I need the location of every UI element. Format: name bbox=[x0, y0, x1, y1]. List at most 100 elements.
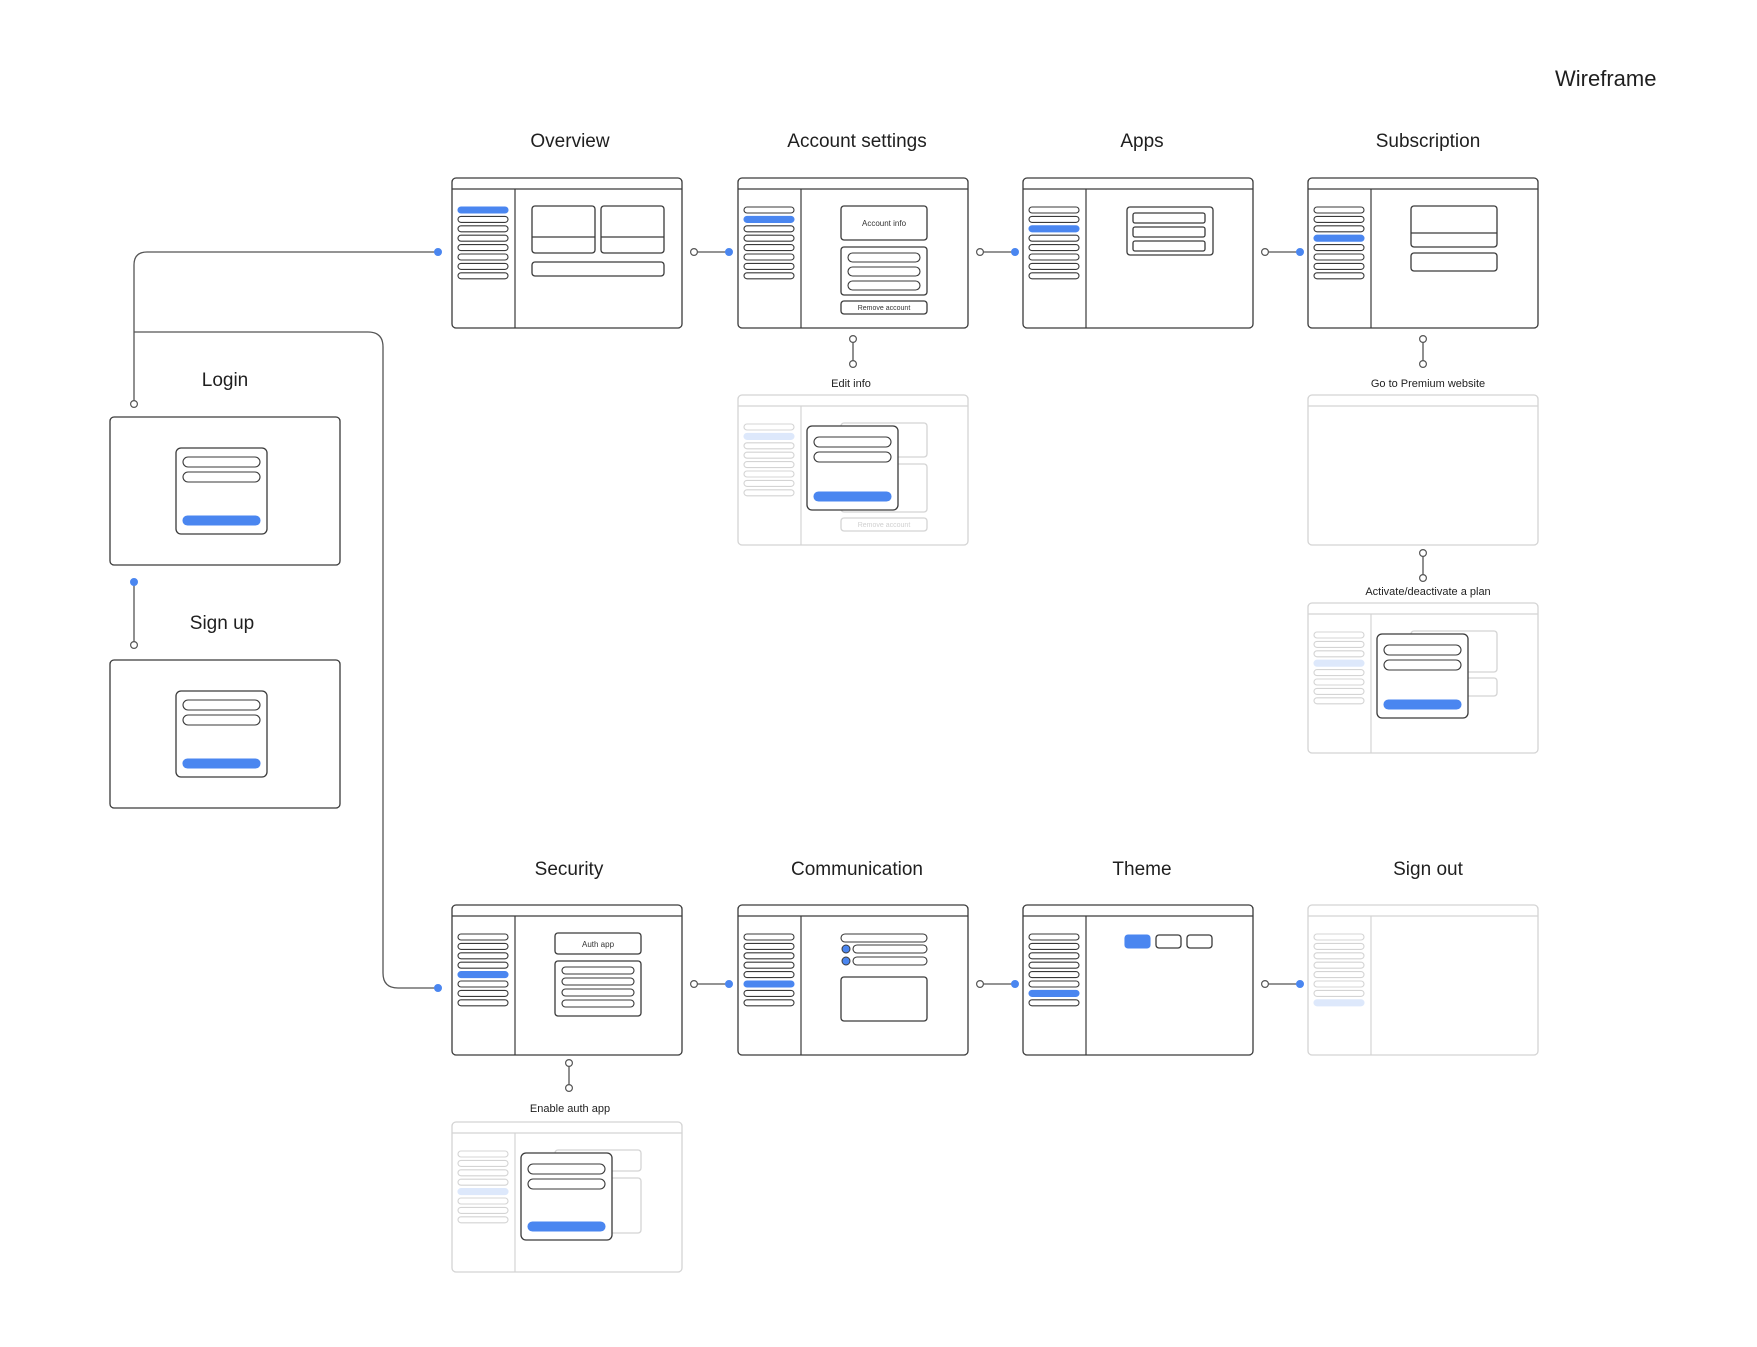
sidebar-item bbox=[457, 933, 509, 941]
security-option bbox=[561, 977, 635, 986]
sidebar-item bbox=[743, 423, 795, 431]
connector-start-dot bbox=[1260, 979, 1269, 988]
sidebar-item bbox=[457, 1150, 509, 1158]
label-apps: Apps bbox=[1120, 131, 1164, 152]
sidebar-item bbox=[743, 980, 795, 988]
label-sign-out: Sign out bbox=[1393, 859, 1463, 880]
connector-start-dot bbox=[1418, 335, 1427, 344]
sidebar-item bbox=[743, 253, 795, 261]
modal-field bbox=[1383, 644, 1462, 656]
sidebar-item bbox=[457, 225, 509, 233]
overview-card bbox=[600, 205, 665, 254]
modal-field bbox=[813, 451, 892, 463]
connector-start-dot bbox=[1260, 248, 1269, 257]
sidebar-item bbox=[1313, 206, 1365, 214]
sidebar-item bbox=[1313, 687, 1365, 695]
sidebar-item bbox=[1028, 989, 1080, 997]
overview-screen bbox=[451, 177, 683, 329]
connector-end-dot bbox=[1418, 573, 1427, 582]
security-option bbox=[561, 999, 635, 1008]
auth-field bbox=[182, 699, 261, 711]
sidebar-item bbox=[1028, 225, 1080, 233]
label-login: Login bbox=[201, 370, 249, 391]
sidebar-item bbox=[743, 470, 795, 478]
connector-end-dot bbox=[848, 360, 857, 369]
sidebar-item bbox=[1313, 640, 1365, 648]
sidebar-item bbox=[1028, 253, 1080, 261]
auth-submit-button bbox=[182, 758, 261, 769]
sidebar-item bbox=[743, 262, 795, 270]
label-theme: Theme bbox=[1112, 859, 1172, 880]
label-activate-plan: Activate/deactivate a plan bbox=[1365, 586, 1491, 598]
label-enable-auth-app: Enable auth app bbox=[529, 1103, 611, 1115]
connector-end-dot bbox=[724, 248, 733, 257]
connector-end-dot bbox=[434, 248, 443, 257]
sidebar-item bbox=[457, 215, 509, 223]
sidebar-item bbox=[743, 989, 795, 997]
sidebar-item bbox=[743, 451, 795, 459]
sidebar-item bbox=[1313, 942, 1365, 950]
sidebar-item bbox=[1313, 225, 1365, 233]
sidebar-item bbox=[457, 952, 509, 960]
label-account-settings: Account settings bbox=[787, 131, 927, 152]
sidebar-item bbox=[743, 432, 795, 440]
sidebar-item bbox=[457, 1169, 509, 1177]
sidebar-item bbox=[1313, 659, 1365, 667]
sidebar-item bbox=[743, 442, 795, 450]
login-to-overview-path bbox=[133, 251, 438, 404]
premium-website-screen bbox=[1307, 394, 1539, 546]
sidebar-item bbox=[1313, 999, 1365, 1007]
sidebar-item bbox=[1028, 971, 1080, 979]
sidebar-item bbox=[457, 980, 509, 988]
connector-end-dot bbox=[1010, 979, 1019, 988]
sidebar-item bbox=[743, 206, 795, 214]
sidebar-item bbox=[743, 215, 795, 223]
connector-end-dot bbox=[1010, 248, 1019, 257]
subscription-screen bbox=[1307, 177, 1539, 329]
sign-out-screen bbox=[1307, 904, 1539, 1056]
app-row bbox=[1132, 212, 1206, 224]
connector-end-dot bbox=[130, 640, 139, 649]
account-field bbox=[847, 266, 921, 277]
modal-primary-button bbox=[813, 491, 892, 502]
app-row bbox=[1132, 226, 1206, 238]
radio-selected bbox=[841, 956, 851, 966]
communication-option bbox=[852, 944, 928, 954]
sidebar-item bbox=[1028, 933, 1080, 941]
sidebar-item bbox=[1313, 253, 1365, 261]
sidebar-item bbox=[457, 971, 509, 979]
overview-wide-card bbox=[531, 261, 665, 277]
auth-submit-button bbox=[182, 515, 261, 526]
auth-app-box bbox=[554, 932, 642, 955]
sidebar-item bbox=[1313, 678, 1365, 686]
sidebar-item bbox=[457, 253, 509, 261]
plan-action-box bbox=[1410, 252, 1498, 272]
sidebar-item bbox=[1028, 961, 1080, 969]
modal-primary-button bbox=[527, 1221, 606, 1232]
sidebar-item bbox=[457, 961, 509, 969]
sidebar-item bbox=[1313, 697, 1365, 705]
auth-field bbox=[182, 471, 261, 483]
label-go-to-premium: Go to Premium website bbox=[1370, 378, 1486, 390]
sidebar-item bbox=[1028, 244, 1080, 252]
connector-start-dot bbox=[848, 335, 857, 344]
security-option bbox=[561, 966, 635, 975]
sidebar-item bbox=[1313, 669, 1365, 677]
sidebar-item bbox=[1313, 215, 1365, 223]
sidebar-item bbox=[457, 1197, 509, 1205]
sidebar-item bbox=[743, 479, 795, 487]
sidebar-item bbox=[457, 1159, 509, 1167]
screen-frame bbox=[1307, 904, 1539, 1056]
connector-end-dot bbox=[724, 979, 733, 988]
sidebar-item bbox=[1313, 244, 1365, 252]
sidebar-item bbox=[1313, 631, 1365, 639]
sidebar-item bbox=[1313, 272, 1365, 280]
login-to-security-path bbox=[134, 331, 438, 989]
sidebar-item bbox=[743, 942, 795, 950]
auth-field bbox=[182, 714, 261, 726]
overview-card bbox=[531, 205, 596, 254]
sidebar-item bbox=[1028, 942, 1080, 950]
auth-field bbox=[182, 456, 261, 468]
radio-selected bbox=[841, 944, 851, 954]
communication-screen bbox=[737, 904, 969, 1056]
